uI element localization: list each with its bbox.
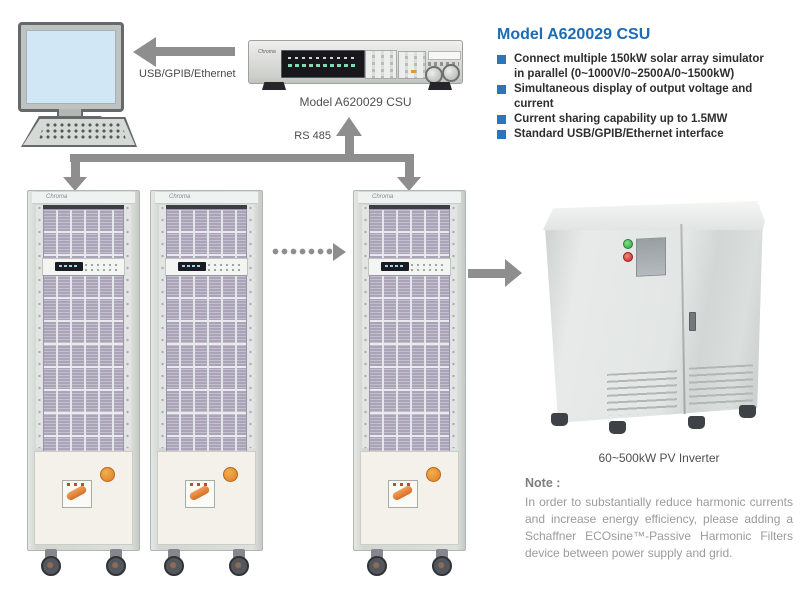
- csu-display: [281, 50, 365, 78]
- rack-grille: [166, 275, 247, 453]
- rack-cabinet-2: Chroma: [150, 190, 263, 576]
- csu-keypad-right: [398, 51, 426, 79]
- rack-control-module: [165, 258, 248, 276]
- breaker-lever: [391, 484, 414, 502]
- csu-button-row: [428, 62, 459, 66]
- inverter-foot: [609, 421, 626, 434]
- rs485-down-arrow-right-icon: [397, 177, 421, 191]
- csu-caption: Model A620029 CSU: [299, 95, 412, 109]
- feature-item: Connect multiple 150kW solar array simul…: [497, 52, 793, 82]
- rack-module-buttons: [410, 263, 444, 271]
- rack-module-buttons: [84, 263, 118, 271]
- csu-card-slot: [428, 51, 461, 60]
- rack-top-vent: [160, 205, 253, 209]
- inverter-door-handle: [689, 312, 696, 331]
- rack-breaker-switch: [62, 480, 92, 508]
- output-arrow-head-icon: [505, 259, 522, 287]
- bullet-square-icon: [497, 85, 506, 94]
- dotted-line: [272, 248, 332, 256]
- caster-wheel: [226, 549, 252, 576]
- inverter-caption: 60~500kW PV Inverter: [598, 451, 720, 465]
- csu-keypad-left: [365, 50, 397, 79]
- inverter-lid: [543, 200, 765, 231]
- rack-grille: [369, 275, 450, 453]
- caster-wheel: [38, 549, 64, 576]
- csu-brand-logo: Chroma: [258, 49, 276, 55]
- csu-knob-left: [425, 66, 443, 84]
- monitor-icon: [18, 22, 124, 112]
- usb-arrow-head-icon: [133, 37, 156, 67]
- rack-cabinet-1: Chroma: [27, 190, 140, 576]
- rack-bottom-panel: [360, 451, 459, 545]
- note-body: In order to substantially reduce harmoni…: [525, 495, 793, 560]
- caster-wheel: [161, 549, 187, 576]
- rack-breaker-switch: [185, 480, 215, 508]
- rack-estop-button: [223, 467, 238, 482]
- rs485-up-arrow-icon: [336, 117, 362, 136]
- feature-title: Model A620029 CSU: [497, 26, 651, 43]
- rack-grille: [166, 209, 247, 259]
- keyboard-icon: [21, 117, 137, 147]
- rs485-down-arrow-left-icon: [63, 177, 87, 191]
- csu-knob-right: [442, 64, 460, 82]
- rack-estop-button: [426, 467, 441, 482]
- feature-panel: Model A620029 CSU Connect multiple 150kW…: [497, 26, 793, 142]
- inverter-red-led: [623, 252, 633, 262]
- usb-connection-label: USB/GPIB/Ethernet: [139, 68, 236, 80]
- caster-wheel: [429, 549, 455, 576]
- breaker-lever: [188, 484, 211, 502]
- rack-module-display: [55, 262, 83, 271]
- bullet-square-icon: [497, 130, 506, 139]
- rack-top-vent: [37, 205, 130, 209]
- rack-module-display: [381, 262, 409, 271]
- inverter-foot: [688, 416, 705, 429]
- caster-wheel: [364, 549, 390, 576]
- note-block: Note : In order to substantially reduce …: [525, 476, 793, 562]
- bullet-square-icon: [497, 55, 506, 64]
- inverter-foot: [551, 413, 568, 426]
- rack-bottom-panel: [34, 451, 133, 545]
- rack-brand-logo: Chroma: [372, 194, 394, 200]
- rack-brand-logo: Chroma: [169, 194, 191, 200]
- inverter-vents-right: [689, 364, 753, 410]
- feature-item: Current sharing capability up to 1.5MW: [497, 112, 793, 127]
- rack-top-vent: [363, 205, 456, 209]
- bullet-square-icon: [497, 115, 506, 124]
- inverter-foot: [739, 405, 756, 418]
- rack-module-buttons: [207, 263, 241, 271]
- rack-grille: [369, 209, 450, 259]
- rack-brand-logo: Chroma: [46, 194, 68, 200]
- rack-grille: [43, 275, 124, 453]
- inverter-display-window: [636, 237, 666, 277]
- monitor-screen: [26, 30, 116, 104]
- csu-orange-key: [411, 70, 416, 73]
- rack-module-display: [178, 262, 206, 271]
- feature-item: Standard USB/GPIB/Ethernet interface: [497, 127, 793, 142]
- pv-inverter: [543, 200, 775, 442]
- note-label: Note :: [525, 476, 561, 490]
- inverter-green-led: [623, 239, 633, 249]
- rs485-bus-line: [70, 154, 414, 162]
- csu-device: Chroma: [248, 40, 463, 92]
- rack-control-module: [368, 258, 451, 276]
- rack-cabinet-3: Chroma: [353, 190, 466, 576]
- rack-breaker-switch: [388, 480, 418, 508]
- dotted-arrow-head-icon: [333, 243, 346, 261]
- rack-estop-button: [100, 467, 115, 482]
- rack-bottom-panel: [157, 451, 256, 545]
- feature-item: Simultaneous display of output voltage a…: [497, 82, 793, 112]
- rack-control-module: [42, 258, 125, 276]
- breaker-lever: [65, 484, 88, 502]
- rack-grille: [43, 209, 124, 259]
- caster-wheel: [103, 549, 129, 576]
- keyboard-keys: [38, 123, 127, 141]
- rs485-label: RS 485: [294, 130, 331, 142]
- inverter-vents-left: [607, 370, 677, 416]
